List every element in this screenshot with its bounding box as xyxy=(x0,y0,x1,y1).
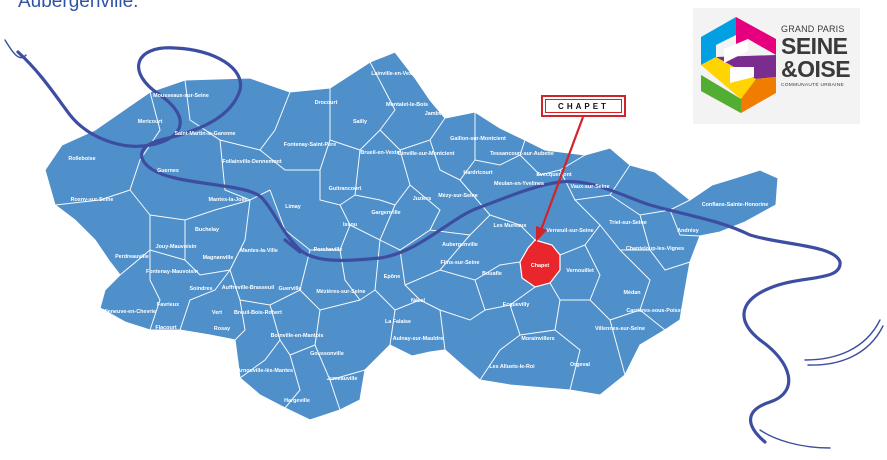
label-hardricourt: Hardricourt xyxy=(463,170,493,176)
label-jumeauville: Jumeauville xyxy=(327,376,358,382)
logo-line4: COMMUNAUTÉ URBAINE xyxy=(781,83,844,88)
label-porcheville: Porcheville xyxy=(314,247,343,253)
logo-s-mark-icon xyxy=(701,17,776,113)
label-mezieres: Mézières-sur-Seine xyxy=(316,289,365,295)
label-conflans: Conflans-Sainte-Honorine xyxy=(702,202,769,208)
label-follainville: Follainville-Dennemont xyxy=(222,159,282,165)
label-villennes: Villennes-sur-Seine xyxy=(595,326,645,332)
label-flins: Flins-sur-Seine xyxy=(441,260,480,266)
commune-labels: Mousseaux-sur-Seine Mericourt Saint-Mart… xyxy=(68,71,768,404)
commune-boundaries xyxy=(54,61,701,411)
label-mousseaux: Mousseaux-sur-Seine xyxy=(153,93,209,99)
callout-label: CHAPET xyxy=(558,101,609,111)
label-orgeval: Orgeval xyxy=(570,362,591,368)
label-guernes: Guernes xyxy=(157,168,179,174)
label-ecquevilly: Ecquevilly xyxy=(503,302,530,308)
label-andresy: Andrésy xyxy=(677,228,699,234)
label-flacourt: Flacourt xyxy=(155,325,176,331)
label-aulnay: Aulnay-sur-Mauldre xyxy=(393,336,444,342)
label-epone: Epône xyxy=(384,274,400,280)
label-chapet: Chapet xyxy=(531,263,549,269)
commune-shapes[interactable] xyxy=(44,51,779,421)
label-sailly: Sailly xyxy=(353,119,367,125)
label-verneuil: Verneuil-sur-Seine xyxy=(546,228,593,234)
label-nezel: Nézel xyxy=(411,298,426,304)
label-gaillon: Gaillon-sur-Montcient xyxy=(450,136,506,142)
label-limay: Limay xyxy=(285,204,301,210)
label-medan: Médan xyxy=(623,290,640,296)
label-tessancourt: Tessancourt-sur-Aubette xyxy=(490,151,554,157)
label-acheres: Achères xyxy=(695,271,716,277)
label-gargenville: Gargenville xyxy=(371,210,400,216)
top-caption: Aubergenville. xyxy=(18,0,139,12)
label-carrieres: Carrières-sous-Poissy xyxy=(626,308,683,314)
label-lainville: Lainville-en-Vexin xyxy=(371,71,417,77)
label-vert: Vert xyxy=(212,310,222,316)
label-montalet: Montalet-le-Bois xyxy=(386,102,428,108)
label-brueil: Brueil-en-Vexin xyxy=(360,150,399,156)
label-meulan: Meulan-en-Yvelines xyxy=(494,181,544,187)
label-perdreauville: Perdreauville xyxy=(115,254,149,260)
label-arnouville: Arnouville-lès-Mantes xyxy=(237,368,293,374)
label-mericourt: Mericourt xyxy=(138,119,163,125)
label-breuil: Breuil-Bois-Robert xyxy=(234,310,282,316)
label-la-falaise: La Falaise xyxy=(385,319,411,325)
label-jambville: Jambville xyxy=(425,111,450,117)
label-goussonville: Goussonville xyxy=(310,351,344,357)
label-favrieux: Favrieux xyxy=(157,302,179,308)
label-triel: Triel-sur-Seine xyxy=(609,220,646,226)
label-vaux: Vaux-sur-Seine xyxy=(571,184,610,190)
label-bouafle: Bouafle xyxy=(482,271,502,277)
label-fontenay-st-pere: Fontenay-Saint-Père xyxy=(284,142,336,148)
gpseo-logo: GRAND PARIS SEINE &OISE COMMUNAUTÉ URBAI… xyxy=(693,8,860,124)
logo-line1: GRAND PARIS xyxy=(781,24,845,34)
label-auffreville: Auffreville-Brasseuil xyxy=(222,285,275,291)
label-chanteloup: Chanteloup-les-Vignes xyxy=(626,246,684,252)
callout-box: CHAPET xyxy=(541,95,626,117)
label-oinville: Oinville-sur-Montcient xyxy=(398,151,455,157)
label-jouy: Jouy-Mauvoisin xyxy=(156,244,197,250)
label-mezy: Mézy-sur-Seine xyxy=(438,193,478,199)
label-drocourt: Drocourt xyxy=(315,100,338,106)
logo-line2: SEINE xyxy=(781,33,848,59)
logo-wordmark: GRAND PARIS SEINE &OISE COMMUNAUTÉ URBAI… xyxy=(781,24,851,89)
commune-chapet xyxy=(519,239,561,288)
label-hargeville: Hargeville xyxy=(284,398,310,404)
label-rosay: Rosay xyxy=(214,326,230,332)
label-les-alluets: Les Alluets-le-Roi xyxy=(489,364,535,370)
callout-arrow xyxy=(536,116,585,242)
label-boinville: Boinville-en-Mantois xyxy=(271,333,324,339)
label-magnanville: Magnanville xyxy=(203,255,234,261)
label-guitrancourt: Guitrancourt xyxy=(329,186,362,192)
label-aubergenville: Aubergenville xyxy=(442,242,478,248)
label-les-mureaux: Les Mureaux xyxy=(494,223,527,229)
seine-river xyxy=(4,39,884,449)
label-juziers: Juziers xyxy=(413,196,432,202)
label-guerville: Guerville xyxy=(278,286,301,292)
label-saint-martin: Saint-Martin-la-Garenne xyxy=(174,131,235,137)
label-vernouillet: Vernouillet xyxy=(566,268,594,274)
label-soindres: Soindres xyxy=(189,286,212,292)
logo-line3: &OISE xyxy=(781,56,851,82)
label-rolleboise: Rolleboise xyxy=(68,156,95,162)
label-evecquemont: Evecquemont xyxy=(536,172,572,178)
label-morainvillers: Morainvillers xyxy=(521,336,554,342)
label-buchelay: Buchelay xyxy=(195,227,219,233)
label-mantes-la-ville: Mantes-la-Ville xyxy=(240,248,278,254)
label-fontenay-mauvoisin: Fontenay-Mauvoisin xyxy=(146,269,198,275)
label-mantes-la-jolie: Mantes-la-Jolie xyxy=(209,197,248,203)
label-poissy: Poissy xyxy=(664,334,681,340)
label-la-villeneuve: La Villeneuve-en-Chevrie xyxy=(92,309,156,315)
label-issou: Issou xyxy=(343,222,357,228)
label-rosny: Rosny-sur-Seine xyxy=(71,197,114,203)
